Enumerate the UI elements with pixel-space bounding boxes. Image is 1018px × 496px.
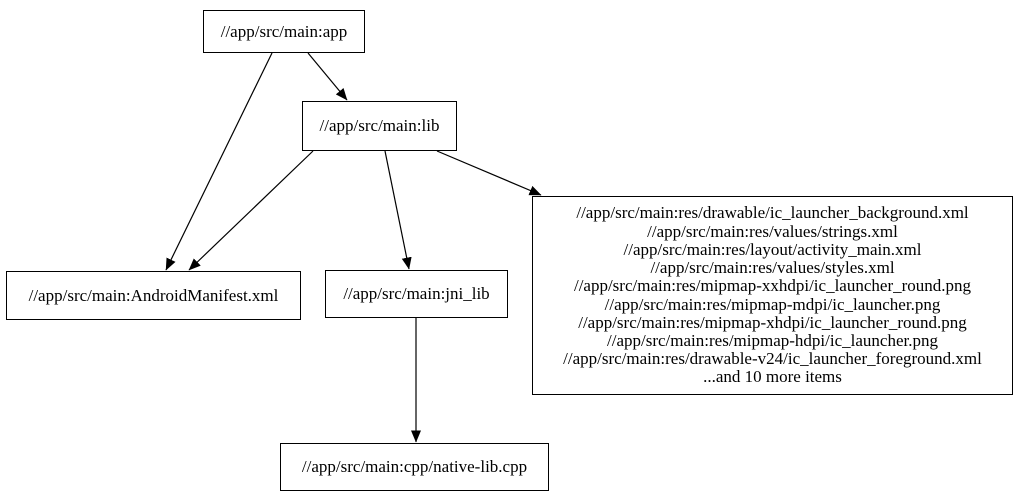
res-group-line: //app/src/main:res/drawable/ic_launcher_… — [576, 203, 969, 223]
edge-lib-to-jni-lib — [384, 150, 412, 270]
node-android-manifest: //app/src/main:AndroidManifest.xml — [6, 271, 301, 320]
node-jni-lib-label: //app/src/main:jni_lib — [343, 284, 490, 303]
res-group-line: //app/src/main:res/mipmap-xhdpi/ic_launc… — [578, 312, 967, 332]
node-android-manifest-label: //app/src/main:AndroidManifest.xml — [28, 285, 279, 305]
node-app-label: //app/src/main:app — [220, 21, 348, 41]
node-lib: //app/src/main:lib — [302, 101, 457, 151]
node-jni-lib: //app/src/main:jni_lib — [325, 270, 508, 318]
node-lib-label: //app/src/main:lib — [319, 116, 440, 135]
res-group-more-items: ...and 10 more items — [703, 367, 842, 387]
res-group-line: //app/src/main:res/mipmap-xxhdpi/ic_laun… — [573, 276, 972, 296]
res-group-line: //app/src/main:res/layout/activity_main.… — [623, 239, 922, 259]
edge-lib-to-manifest — [188, 150, 314, 271]
edge-app-to-lib — [307, 52, 348, 101]
edge-lib-to-res-group — [436, 150, 542, 196]
edge-app-to-manifest — [165, 52, 273, 271]
node-native-lib-cpp-label: //app/src/main:cpp/native-lib.cpp — [301, 457, 528, 476]
res-group-line: //app/src/main:res/mipmap-mdpi/ic_launch… — [604, 294, 941, 314]
res-group-line: //app/src/main:res/values/styles.xml — [650, 258, 895, 278]
res-group-line: //app/src/main:res/mipmap-hdpi/ic_launch… — [607, 330, 938, 350]
res-group-line: //app/src/main:res/drawable-v24/ic_launc… — [563, 349, 982, 369]
res-group-line: //app/src/main:res/values/strings.xml — [647, 221, 898, 241]
node-res-group: //app/src/main:res/drawable/ic_launcher_… — [532, 196, 1013, 395]
node-app: //app/src/main:app — [203, 10, 365, 53]
node-native-lib-cpp: //app/src/main:cpp/native-lib.cpp — [280, 443, 549, 491]
